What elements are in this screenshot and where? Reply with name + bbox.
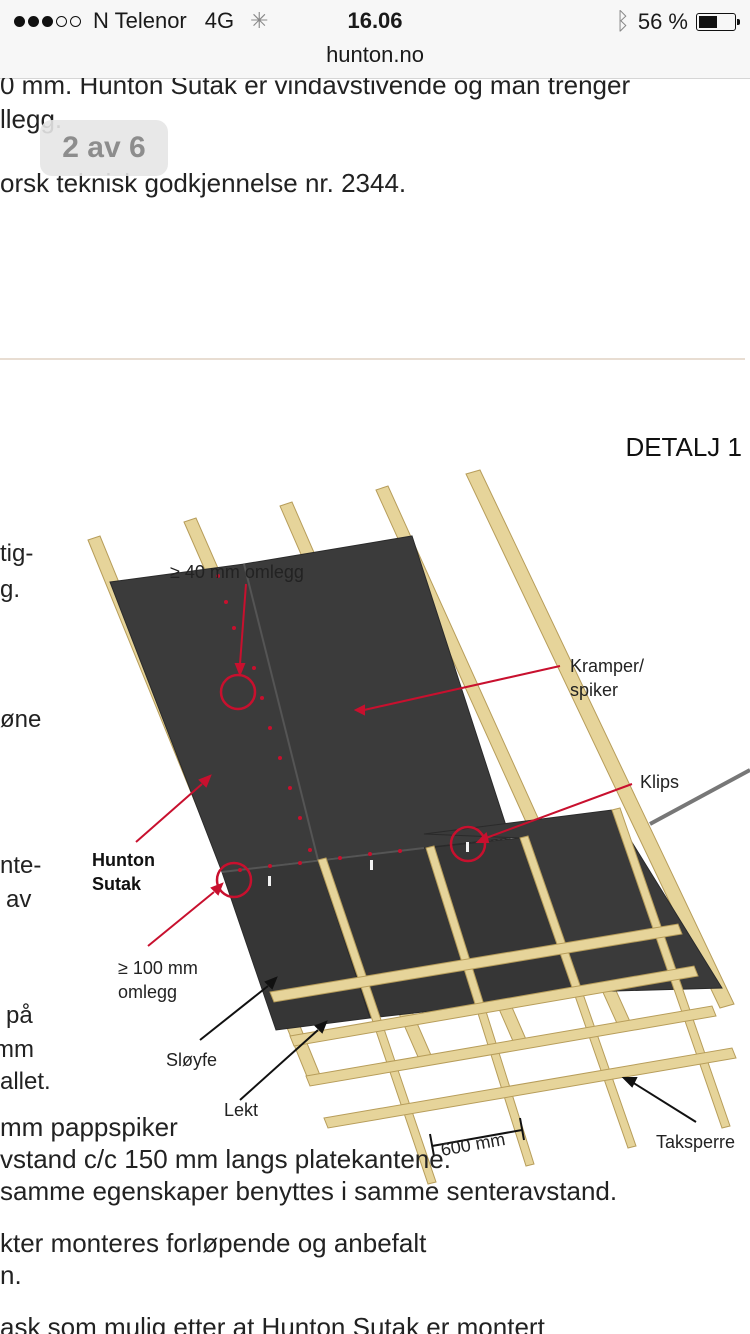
- callout-arrows: [135, 583, 633, 947]
- article-line-8: n.: [0, 1260, 22, 1290]
- article-line-6: samme egenskaper benyttes i samme senter…: [0, 1176, 618, 1206]
- board-seam: [243, 563, 319, 861]
- label-overlap-100: ≥ 100 mm: [118, 958, 198, 978]
- label-overlap-40: ≥ 40 mm omlegg: [170, 562, 304, 582]
- label-sloyfe: Sløyfe: [166, 1050, 217, 1070]
- roof-construction-diagram: ≥ 40 mm omlegg Kramper/ spiker Klips Hun…: [87, 469, 750, 1185]
- article-line-1: 0 mm. Hunton Sutak er vindavstivende og …: [0, 78, 631, 100]
- battery-percent: 56 %: [637, 9, 688, 34]
- gallery-page-indicator: 2 av 6: [40, 120, 168, 176]
- side-fragment: allet.: [0, 1068, 51, 1095]
- spacing-dimension: [429, 1117, 525, 1157]
- battery-icon: [696, 13, 740, 31]
- label-hunton: Hunton: [92, 850, 155, 870]
- sutak-board: [423, 809, 723, 993]
- side-fragment: øne: [0, 706, 42, 733]
- nail-gun: [649, 768, 750, 826]
- side-fragment: tig-: [0, 540, 34, 567]
- label-klips: Klips: [640, 772, 679, 792]
- status-right: ᛒ 56 %: [615, 8, 740, 36]
- network-type: 4G: [204, 8, 235, 33]
- diagram-title: DETALJ 1: [625, 432, 742, 462]
- side-fragment: g.: [0, 576, 21, 603]
- address-bar[interactable]: hunton.no: [0, 40, 750, 79]
- counter-batten: [611, 807, 731, 1129]
- battens: [269, 923, 737, 1129]
- section-divider: [0, 358, 745, 360]
- clock: 16.06: [347, 8, 403, 33]
- side-fragment: av: [6, 886, 32, 913]
- clips: [268, 842, 469, 886]
- activity-spinner-icon: ✳: [250, 8, 269, 33]
- staple-markers: [216, 574, 402, 872]
- status-left: N Telenor 4G ✳: [14, 8, 269, 34]
- label-taksperre: Taksperre: [656, 1132, 735, 1152]
- label-kramper: Kramper/: [570, 656, 644, 676]
- black-arrows: [199, 976, 697, 1123]
- side-fragment: på: [6, 1002, 33, 1029]
- batten: [269, 923, 683, 1003]
- article-line-4: mm pappspiker: [0, 1112, 178, 1142]
- batten: [305, 1005, 717, 1087]
- page-content: 0 mm. Hunton Sutak er vindavstivende og …: [0, 78, 750, 1334]
- rafter: [465, 469, 735, 1009]
- batten: [323, 1047, 737, 1129]
- label-spiker: spiker: [570, 680, 618, 700]
- bluetooth-icon: ᛒ: [615, 8, 630, 35]
- batten: [289, 965, 699, 1047]
- side-fragment: mm: [0, 1036, 34, 1063]
- callout-circles: [215, 673, 487, 899]
- status-bar: N Telenor 4G ✳ 16.06 ᛒ 56 %: [0, 0, 750, 40]
- label-omlegg: omlegg: [118, 982, 177, 1002]
- article-line-5: vstand c/c 150 mm langs platekantene.: [0, 1144, 451, 1174]
- signal-strength-icon: [14, 15, 81, 27]
- article-line-7: kter monteres forløpende og anbefalt: [0, 1228, 427, 1258]
- article-line-9: ask som mulig etter at Hunton Sutak er m…: [0, 1312, 545, 1334]
- side-fragment: nte-: [0, 852, 42, 879]
- carrier-name: N Telenor: [93, 8, 187, 33]
- url-text[interactable]: hunton.no: [326, 42, 424, 67]
- label-lekt: Lekt: [224, 1100, 258, 1120]
- label-sutak: Sutak: [92, 874, 142, 894]
